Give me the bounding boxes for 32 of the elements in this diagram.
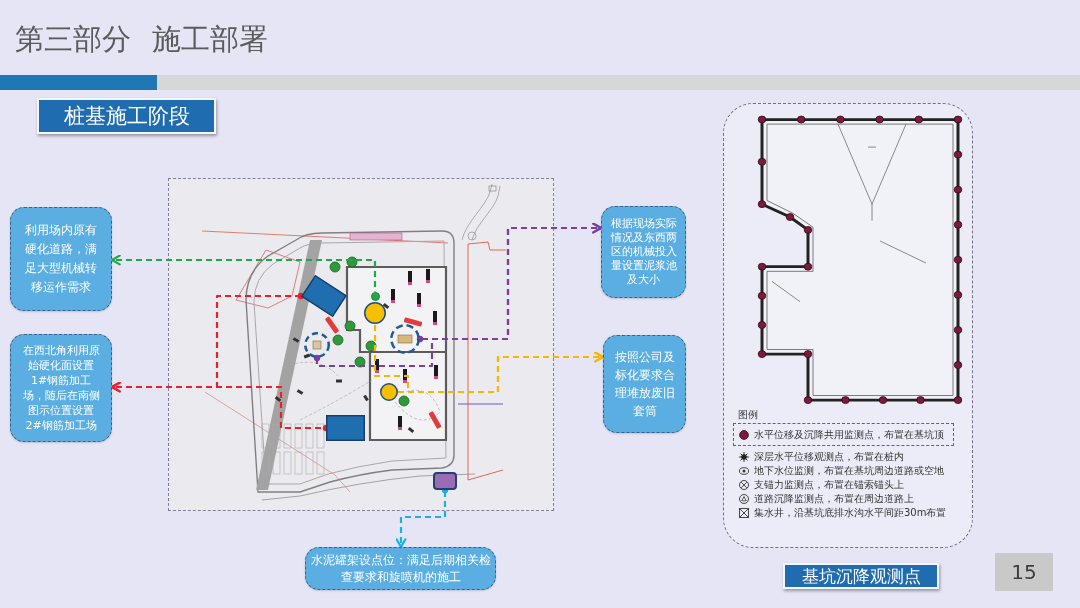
- callout-text: 按照公司及标化要求合理堆放废旧套筒: [613, 349, 676, 420]
- page-title: 第三部分 施工部署: [15, 22, 269, 57]
- section-banner: [37, 98, 216, 134]
- section-heading: 桩基施工阶段: [63, 103, 190, 129]
- caption-banner: [783, 563, 939, 589]
- callout-box: [601, 206, 686, 298]
- block-marker: [433, 472, 457, 490]
- callout-text: 在西北角利用原始硬化面设置1#钢筋加工场，随后在南侧图示位置设置2#钢筋加工场: [21, 343, 101, 433]
- ring-marker: [304, 332, 330, 358]
- circle-marker: [364, 302, 386, 324]
- legend-text: 深层水平位移观测点，布置在桩内: [754, 450, 904, 464]
- dot-marker: [370, 291, 380, 301]
- block-marker: [326, 415, 365, 441]
- legend-text: 集水井，沿基坑底排水沟水平间距30m布置: [754, 506, 947, 520]
- callout-text: 水泥罐架设点位：满足后期相关检查要求和旋喷机的施工: [309, 551, 492, 586]
- dashed-arrow: [398, 351, 605, 394]
- legend-text: 地下水位监测，布置在基坑周边道路或空地: [754, 464, 944, 478]
- callout-text: 利用场内原有硬化道路，满足大型机械转移运作需求: [25, 222, 97, 296]
- legend-text: 道路沉降监测点，布置在周边道路上: [754, 492, 914, 506]
- dashed-arrow: [416, 222, 603, 343]
- ring-marker: [390, 324, 420, 354]
- callout-box: [603, 335, 686, 433]
- dashed-arrow: [110, 254, 377, 292]
- callout-box: [10, 334, 112, 442]
- caption-text: 基坑沉降观测点: [801, 565, 921, 587]
- legend-heading: 图例: [738, 408, 758, 421]
- legend-text: 支锚力监测点，布置在锚索锚头上: [754, 478, 904, 492]
- page-number: 15: [995, 553, 1053, 591]
- callout-text: 根据现场实际情况及东西两区的机械投入量设置泥浆池及大小: [609, 217, 678, 287]
- callout-box: [10, 207, 112, 311]
- legend-text: 水平位移及沉降共用监测点，布置在基坑顶: [754, 428, 944, 442]
- circle-marker: [380, 383, 398, 401]
